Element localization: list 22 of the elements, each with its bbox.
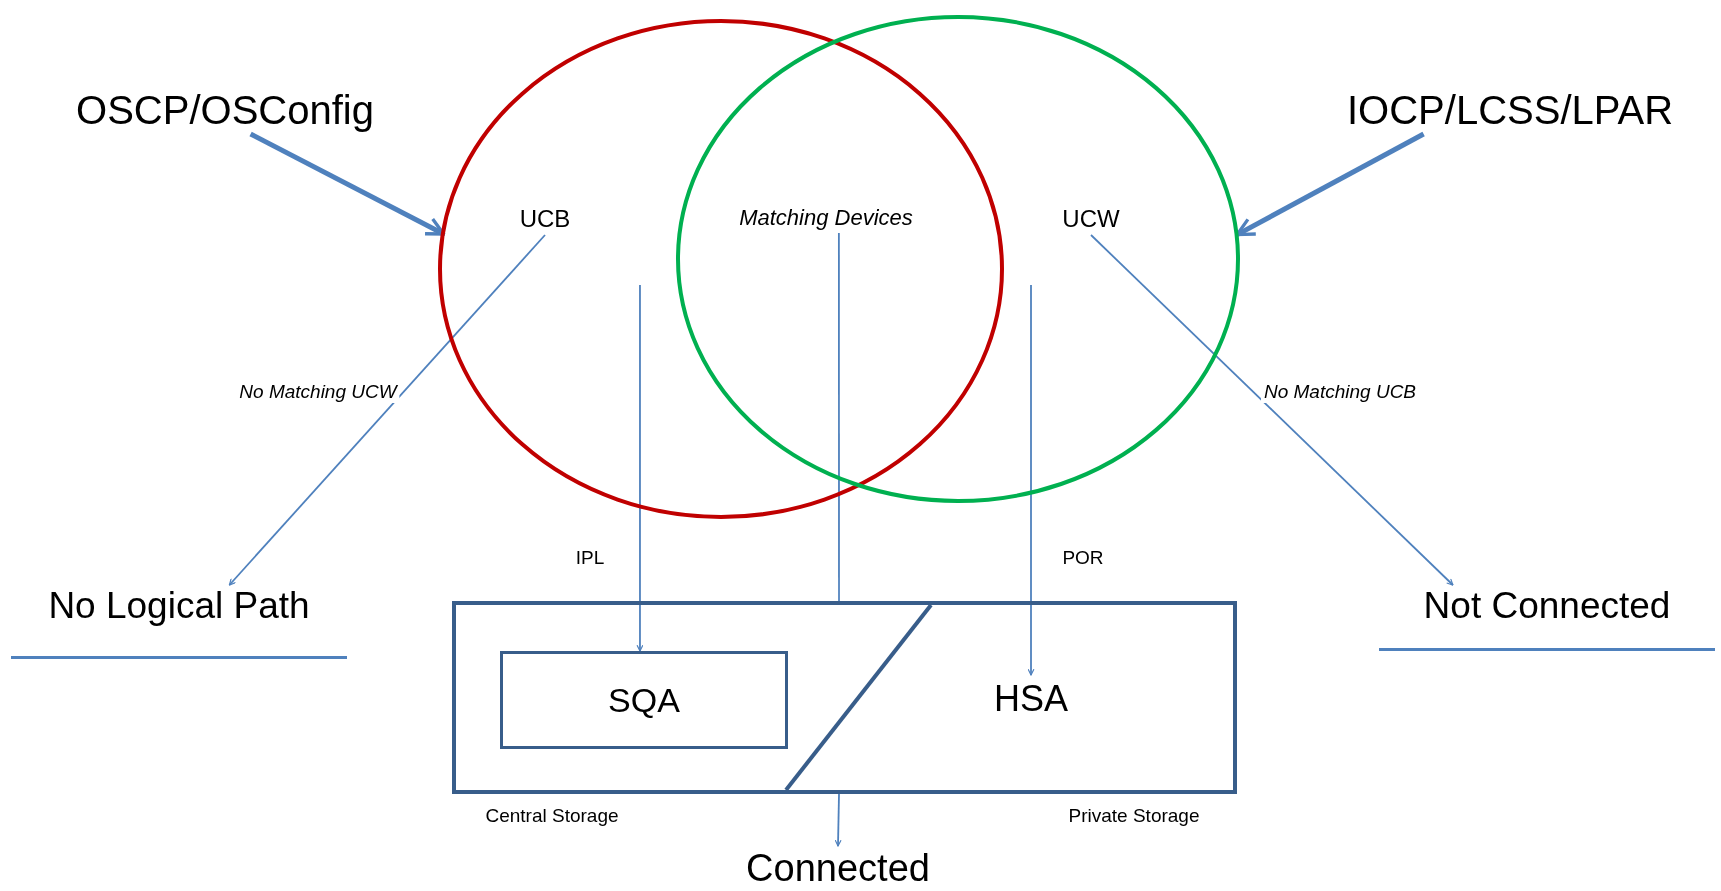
label: UCB: [515, 203, 575, 235]
label: UCW: [1061, 203, 1121, 235]
source-label: OSCP/OSConfig: [65, 86, 385, 134]
venn-circle: [676, 15, 1240, 503]
arrow: [228, 234, 546, 586]
storage-box: [452, 601, 1237, 794]
area-box: SQA: [500, 651, 788, 749]
label: Connected: [733, 846, 943, 890]
storage-label: Central Storage: [484, 805, 620, 827]
arrow: [1027, 284, 1035, 676]
label: Matching Devices: [713, 203, 939, 233]
arrow: [636, 284, 644, 652]
source-label: IOCP/LCSS/LPAR: [1350, 86, 1670, 134]
venn-circle: [438, 19, 1004, 519]
outcome-label: Not Connected: [1379, 585, 1715, 651]
label: HSA: [981, 675, 1081, 723]
arrow: [834, 793, 842, 847]
arrow: [1235, 131, 1425, 237]
storage-label: Private Storage: [1067, 805, 1201, 827]
outcome-label: No Logical Path: [11, 585, 347, 659]
arrow: [1090, 234, 1454, 586]
connector-line: [838, 232, 840, 602]
